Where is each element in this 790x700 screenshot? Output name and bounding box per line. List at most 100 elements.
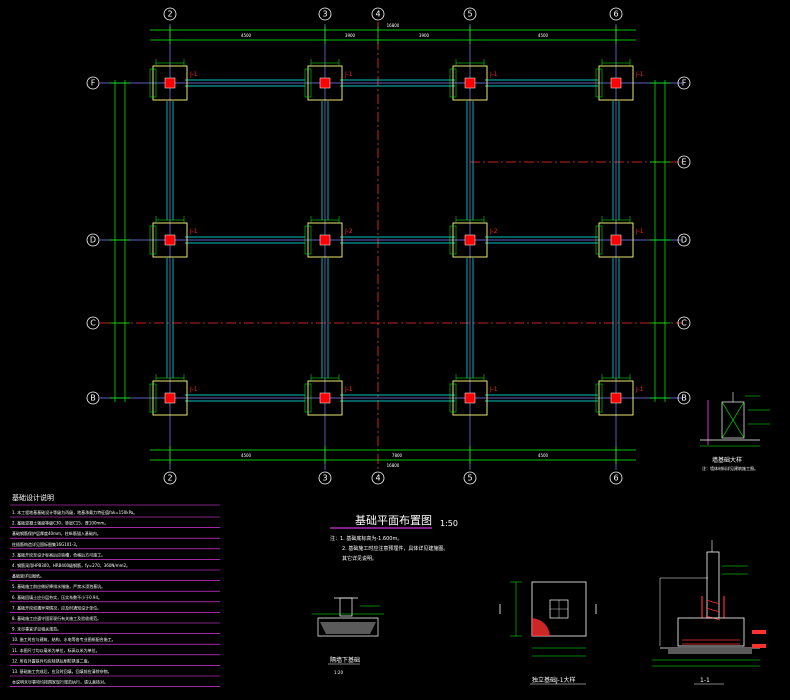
design-note-line: 11. 本图尺寸均以毫米为单位，标高以米为单位。: [12, 647, 100, 653]
footing-3-4: J-1: [595, 374, 644, 416]
axis-label: 2: [167, 10, 172, 19]
axis-label: 6: [613, 10, 618, 19]
footing-tag: J-1: [344, 71, 353, 78]
axis-label: C: [681, 319, 687, 328]
plan-note-2: 2. 基础施工时应注意预埋件，具体详见建施图。: [342, 545, 448, 552]
footing-1-1: J-1: [149, 59, 198, 101]
axis-label: D: [681, 236, 687, 245]
footing-outline: [452, 380, 488, 416]
design-note-line: 3. 基础开挖至设计标高后应验槽，合格后方可施工。: [12, 551, 105, 557]
footing-tag: J-1: [344, 386, 353, 393]
axis-bubble-5-bottom: 5: [463, 471, 477, 485]
footing-3-3: J-1: [449, 374, 498, 416]
axis-label: E: [681, 158, 686, 167]
ground-beams: [166, 79, 620, 402]
axis-bubble-2-bottom: 2: [163, 471, 177, 485]
footing-2-3: J-2: [449, 216, 498, 258]
axis-label: 5: [467, 10, 472, 19]
design-note-line: 4. 钢筋采用HPB300，HRB400级钢筋，fy=270，360N/mm2。: [12, 562, 130, 568]
wall-detail-caption: 墙基础大样: [712, 456, 742, 464]
column-section: [610, 234, 622, 246]
footing-2-1: J-1: [149, 216, 198, 258]
axis-bubble-2-top: 2: [163, 7, 177, 21]
footing-tag: J-2: [489, 228, 498, 235]
design-note-line: 2. 基础混凝土强度等级C30，垫层C15，厚100mm。: [12, 520, 108, 526]
column-section: [164, 77, 176, 89]
axis-bubble-6-top: 6: [609, 7, 623, 21]
strip-detail-scale: 1:20: [334, 670, 343, 675]
design-note-line: 10. 施工时应与建筑、结构、水电等各专业图纸配合施工。: [12, 636, 116, 642]
footing-outline: [307, 222, 343, 258]
axis-bubble-6-bottom: 6: [609, 471, 623, 485]
axis-bubble-F-left: F: [86, 76, 100, 90]
column-section: [464, 392, 476, 404]
axis-bubble-4-top: 4: [371, 7, 385, 21]
footing-1-4: J-1: [595, 59, 644, 101]
footing-tag: J-1: [189, 71, 198, 78]
top-dim-4: 4500: [538, 33, 549, 38]
axis-bubble-E-right: E: [677, 155, 691, 169]
footing-outline: [598, 380, 634, 416]
axis-label: C: [90, 319, 96, 328]
column-section: [610, 392, 622, 404]
footing-plan-detail: 独立基础J-1大样: [499, 581, 597, 685]
column-section: [319, 234, 331, 246]
bottom-dim-1: 4500: [241, 453, 252, 458]
axis-label: 4: [375, 10, 380, 19]
axis-label: F: [91, 79, 96, 88]
footing-tag: J-2: [344, 228, 353, 235]
axis-label: F: [682, 79, 687, 88]
bottom-dim-total: 16800: [387, 463, 400, 468]
axis-bubble-3-top: 3: [318, 7, 332, 21]
footing-tag: J-1: [635, 71, 644, 78]
footing-tag: J-1: [189, 386, 198, 393]
design-note-line: 基础梁详见图纸。: [12, 573, 44, 579]
footing-3-2: J-1: [304, 374, 353, 416]
footing-outline: [152, 65, 188, 101]
footing-outline: [152, 380, 188, 416]
section-detail: 1-1: [652, 540, 766, 685]
axis-bubble-C-left: C: [86, 316, 100, 330]
footing-tag: J-1: [189, 228, 198, 235]
design-note-line: 13. 基础施工完成后，应及时回填，回填前应清除杂物。: [12, 668, 112, 674]
strip-footing-detail: 隔墙下基础 1:20: [312, 597, 384, 675]
footing-plan-caption: 独立基础J-1大样: [532, 676, 576, 684]
design-note-line: 基础钢筋保护层厚度40mm，柱纵筋锚入基础内。: [12, 530, 101, 536]
design-note-line: 9. 未尽事宜详见相关规范。: [12, 626, 61, 632]
axis-label: 3: [322, 474, 327, 483]
axis-label: 3: [322, 10, 327, 19]
axis-label: D: [90, 236, 96, 245]
design-note-line: 5. 基础施工前应做好降排水措施，严禁水浸泡基坑。: [12, 583, 105, 589]
footing-3-1: J-1: [149, 374, 198, 416]
column-section: [464, 77, 476, 89]
bottom-dim-3: 4500: [538, 453, 549, 458]
wall-detail-note: 注：墙体材料详见建筑施工图。: [702, 465, 758, 471]
axis-bubble-C-right: C: [677, 316, 691, 330]
design-note-line: 12. 所有外露铁件均应除锈后刷防锈漆二度。: [12, 657, 92, 663]
footing-outline: [598, 65, 634, 101]
design-notes-block: 基础设计说明 1. 本工程地基基础设计等级为丙级，地基承载力特征值fak=150…: [10, 493, 220, 687]
plan-scale: 1:50: [440, 519, 458, 528]
column-section: [319, 392, 331, 404]
axis-bubble-5-top: 5: [463, 7, 477, 21]
axis-bubble-F-right: F: [677, 76, 691, 90]
axis-bubble-B-right: B: [677, 391, 691, 405]
axis-bubble-D-left: D: [86, 233, 100, 247]
top-dim-2: 3900: [345, 33, 356, 38]
design-notes-heading: 基础设计说明: [12, 493, 54, 502]
axis-label: 5: [467, 474, 472, 483]
column-section: [164, 392, 176, 404]
footing-outline: [307, 380, 343, 416]
footing-outline: [152, 222, 188, 258]
footing-2-4: J-1: [595, 216, 644, 258]
wall-footing-detail: 墙基础大样 注：墙体材料详见建筑施工图。: [700, 392, 770, 471]
top-dim-3: 3900: [419, 33, 430, 38]
axis-bubble-3-bottom: 3: [318, 471, 332, 485]
bottom-dim-2: 7800: [392, 453, 403, 458]
strip-detail-caption: 隔墙下基础: [330, 656, 360, 664]
footing-outline: [598, 222, 634, 258]
